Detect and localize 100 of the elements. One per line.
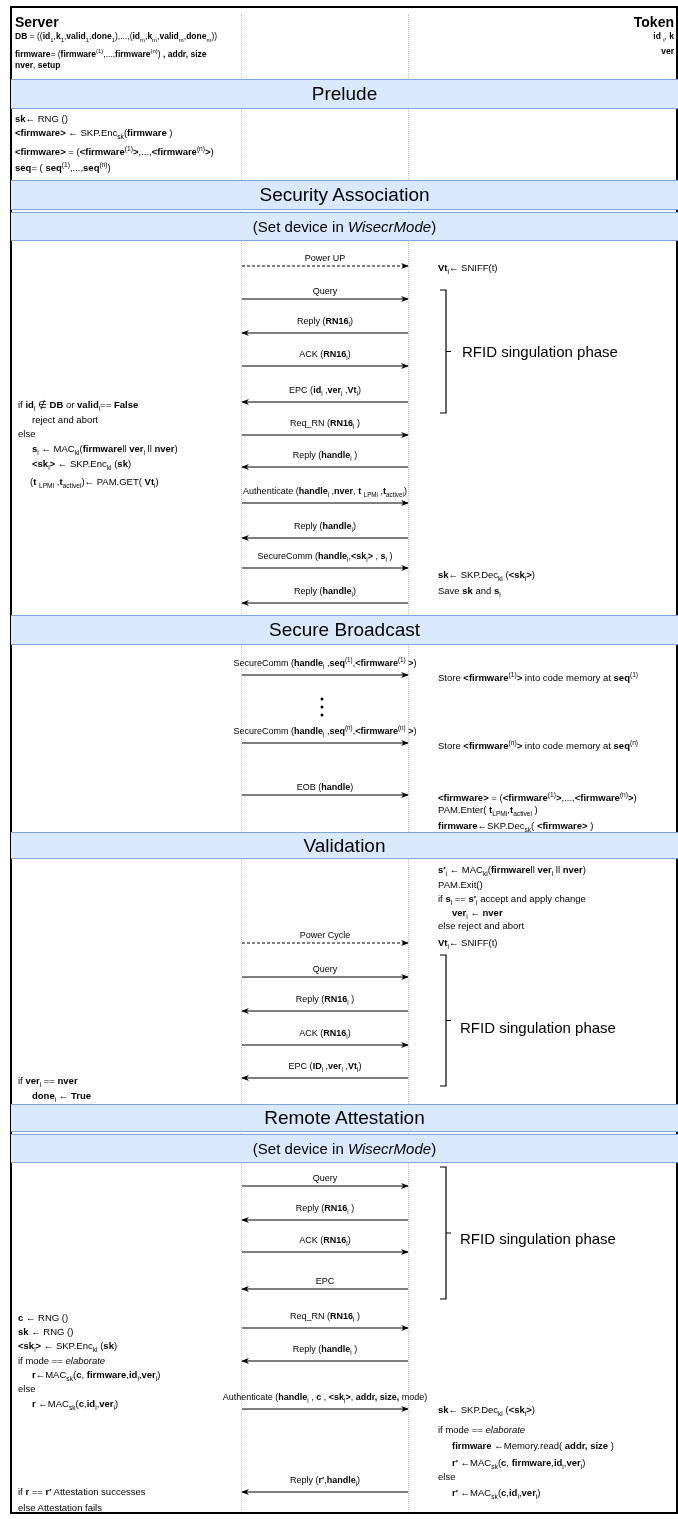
message-label: Reply (RN16$_{i}$ ) [294, 1202, 356, 1217]
arrow [241, 534, 409, 542]
computation-text: firmware ←Memory.read( addr, size ) [452, 1440, 614, 1452]
computation-text: sk← RNG () [15, 113, 68, 125]
arrow [241, 463, 409, 471]
message-label: Query [311, 285, 339, 297]
computation-text: if mode == elaborate [438, 1424, 526, 1436]
computation-text: <firmware> = (<firmware$^{(1)}$>,...,<firmware$^{(n)}$>) [15, 144, 214, 159]
computation-text: else [18, 1383, 36, 1395]
participant-name: Token [632, 14, 674, 31]
message-label: EPC (ID$_{i}$ ,ver$_{i}$ ,Vt$_{i}$) [287, 1060, 363, 1075]
arrow [241, 939, 409, 947]
arrow [241, 1216, 409, 1224]
computation-text: firmware←SKP.Dec$_{sk}$( <firmware> ) [438, 820, 594, 835]
computation-text: else [438, 1471, 456, 1483]
computation-text: if id$_{i}$ ∉ DB or valid$_{i}$== False [18, 399, 139, 414]
arrow [241, 599, 409, 607]
message-label: Authenticate (handle$_{i}$ ,nver, t $_{LPMi}$ ,t$_{activei}$) [242, 485, 408, 500]
phase-band [11, 832, 678, 859]
arrow [241, 1405, 409, 1413]
computation-text: seq= ( seq$^{(1)}$,...,seq$^{(n)}$) [15, 160, 111, 175]
computation-text: <sk$_{i}$> ← SKP.Enc$_{ki}$ (sk) [18, 1340, 118, 1355]
computation-text: <firmware> ← SKP.Enc$_{sk}$(firmware ) [15, 127, 173, 142]
computation-text: if mode == elaborate [18, 1355, 106, 1367]
arrow [241, 1041, 409, 1049]
arrow [241, 1488, 409, 1496]
message-label: EPC (id$_{i}$ ,ver$_{i}$ ,Vt$_{i}$) [288, 384, 362, 399]
arrow [241, 973, 409, 981]
computation-text: else reject and abort [438, 920, 525, 932]
arrow [241, 362, 409, 370]
phase-band [11, 1104, 678, 1132]
message-label: Req_RN (RN16$_{i}$ ) [289, 1310, 361, 1325]
arrow [241, 671, 409, 679]
arrow [241, 1182, 409, 1190]
phase-band [11, 79, 678, 109]
arrow [241, 398, 409, 406]
participant-state: ver [660, 45, 674, 57]
computation-text: s$_{i}$ ← MAC$_{ki}$(firmwarell ver$_{i}$ ll nver) [32, 443, 178, 458]
computation-text: if ver$_{i}$ == nver [18, 1075, 78, 1090]
computation-text: PAM.Enter( t$_{LPMi}$,t$_{activei}$ ) [438, 804, 538, 819]
computation-text: (t $_{LPMi}$ ,t$_{activei}$)← PAM.GET( Vt$_{i}$) [30, 476, 159, 491]
computation-text: sk← SKP.Dec$_{ki}$ (<sk$_{i}$>) [438, 1404, 535, 1419]
computation-text: sk← SKP.Dec$_{ki}$ (<sk$_{i}$>) [438, 569, 535, 584]
computation-text: Store <firmware$^{(1)}$> into code memory at seq$^{(1)}$ [438, 670, 639, 685]
arrow [241, 295, 409, 303]
computation-text: if r == r′ Attestation successes [18, 1486, 146, 1498]
message-label: ACK (RN16$_{i}$) [298, 1234, 352, 1249]
phase-band [11, 1134, 678, 1163]
participant-name: Server [15, 14, 60, 31]
computation-text: done$_{i}$ ← True [32, 1090, 92, 1105]
message-label: Power Cycle [298, 929, 352, 941]
phase-title: (Set device in WisecrMode) [251, 1139, 438, 1159]
computation-text: <firmware> = (<firmware$^{(1)}$>,...,<firmware$^{(n)}$>) [438, 790, 637, 805]
phase-band [11, 180, 678, 210]
arrow [241, 1357, 409, 1365]
message-label: Power UP [303, 252, 347, 264]
phase-title: Remote Attestation [263, 1106, 426, 1130]
computation-text: s′$_{i}$ ← MAC$_{ki}$(firmwarell ver$_{i}$ ll nver) [438, 864, 586, 879]
computation-text: Vt$_{i}$← SNIFF(t) [438, 262, 498, 277]
participant-state: nver, setup [15, 59, 62, 71]
phase-title: Prelude [310, 82, 379, 106]
participant-state: DB = ((id$_{1}$,k$_{1}$,valid$_{1}$,done$_{1}$),...,(id$_{m}$,k$_{m}$,valid$_{m}$,done$_{m}$)) [15, 31, 219, 45]
computation-text: PAM.Exit() [438, 879, 483, 891]
computation-text: Store <firmware$^{(n)}$> into code memory at seq$^{(n)}$ [438, 738, 639, 753]
computation-text: Save sk and s$_{i}$ [438, 585, 501, 600]
phase-title: (Set device in WisecrMode) [251, 217, 438, 237]
arrow [241, 564, 409, 572]
computation-text: r′ ←MAC$_{sk}$(c, firmware,id$_{i}$,ver$_{i}$) [452, 1457, 586, 1472]
bracket-label: RFID singulation phase [460, 1019, 616, 1037]
participant-state: id $_{i}$, k [652, 31, 674, 45]
phase-title: Secure Broadcast [268, 618, 421, 642]
computation-text: Vt$_{i}$← SNIFF(t) [438, 937, 498, 952]
computation-text: r′ ←MAC$_{sk}$(c,id$_{i}$,ver$_{i}$) [452, 1487, 541, 1502]
message-label: Authenticate (handle$_{i}$ , c , <sk$_{i}$>, addr, size, mode) [221, 1391, 429, 1406]
arrow [241, 499, 409, 507]
message-label: Reply (handle$_{i}$ ) [291, 449, 359, 464]
message-label: SecureComm (handle$_{i}$ ,seq$^{(n)}$,<firmware$^{(n)}$ >) [232, 723, 418, 740]
message-label: Reply (handle$_{i}$ ) [291, 1343, 359, 1358]
computation-text: ver$_{i}$ ← nver [452, 907, 503, 922]
message-label: Reply (handle$_{i}$) [293, 520, 357, 535]
message-label: EPC [314, 1275, 336, 1287]
bracket-label: RFID singulation phase [462, 343, 618, 361]
phase-title: Security Association [258, 183, 431, 207]
phase-band [11, 615, 678, 645]
computation-text: c ← RNG () [18, 1312, 69, 1324]
arrow [241, 1248, 409, 1256]
computation-text: else [18, 428, 36, 440]
arrow [241, 1074, 409, 1082]
message-label: ACK (RN16$_{i}$) [298, 348, 352, 363]
bracket-label: RFID singulation phase [460, 1230, 616, 1248]
computation-text: else Attestation fails [18, 1502, 102, 1514]
arrow [241, 739, 409, 747]
participant-state: firmware= (firmware$^{(1)}$,...,firmware$^{(n)}$) , addr, size [15, 46, 208, 60]
arrow [241, 262, 409, 270]
message-label: Reply (RN16$_{i}$ ) [294, 993, 356, 1008]
message-label: ACK (RN16$_{i}$) [298, 1027, 352, 1042]
computation-text: sk ← RNG () [18, 1326, 74, 1338]
arrow [241, 431, 409, 439]
computation-text: r←MAC$_{sk}$(c, firmware,id$_{i}$,ver$_{i}$) [32, 1369, 161, 1384]
arrow [241, 1285, 409, 1293]
